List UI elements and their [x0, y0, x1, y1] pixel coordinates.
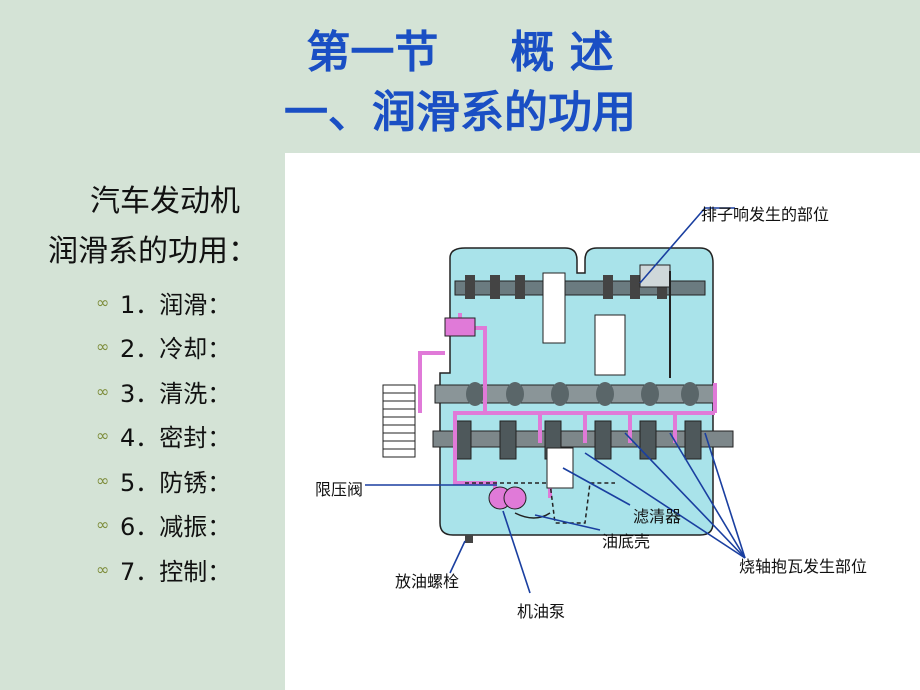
- list-item: ∞5．防锈：: [96, 468, 232, 497]
- list-item: ∞1．润滑：: [96, 290, 232, 319]
- linked-rings-icon: ∞: [96, 559, 110, 579]
- linked-rings-icon: ∞: [96, 292, 110, 312]
- slide-title-line1: 第一节 概 述: [0, 24, 920, 82]
- intro-line-1: 汽车发动机: [90, 184, 240, 219]
- drain-plug-label: 放油螺栓: [395, 572, 460, 591]
- linked-rings-icon: ∞: [96, 470, 110, 490]
- function-list: ∞1．润滑： ∞2．冷却： ∞3．清洗： ∞4．密封： ∞5．防锈： ∞6．减振…: [96, 280, 231, 592]
- list-item: ∞4．密封：: [96, 424, 232, 453]
- engine-lubrication-diagram: [365, 207, 746, 594]
- section-heading: 概 述: [510, 27, 614, 78]
- oil-pan-label: 油底壳: [602, 532, 651, 551]
- knock-location-label: 排子响发生的部位: [701, 205, 830, 224]
- linked-rings-icon: ∞: [96, 337, 110, 357]
- linked-rings-icon: ∞: [96, 381, 110, 401]
- list-item: ∞2．冷却：: [96, 335, 232, 364]
- section-number: 第一节: [306, 27, 439, 78]
- list-item: ∞3．清洗：: [96, 379, 232, 408]
- linked-rings-icon: ∞: [96, 426, 110, 446]
- filter-label: 滤清器: [633, 507, 682, 526]
- list-item: ∞6．减振：: [96, 513, 232, 542]
- oil-pump-label: 机油泵: [517, 602, 566, 621]
- linked-rings-icon: ∞: [96, 515, 110, 535]
- lubrication-diagram-panel: 排子响发生的部位 限压阀 滤清器 油底壳 烧轴抱瓦发生部位 放油螺栓 机油泵: [285, 153, 920, 690]
- list-item: ∞7．控制：: [96, 557, 232, 586]
- bearing-failure-label: 烧轴抱瓦发生部位: [739, 557, 868, 576]
- relief-valve-label: 限压阀: [315, 480, 364, 499]
- slide-title-line2: 一、润滑系的功用: [284, 87, 636, 138]
- intro-line-2: 润滑系的功用：: [48, 234, 258, 269]
